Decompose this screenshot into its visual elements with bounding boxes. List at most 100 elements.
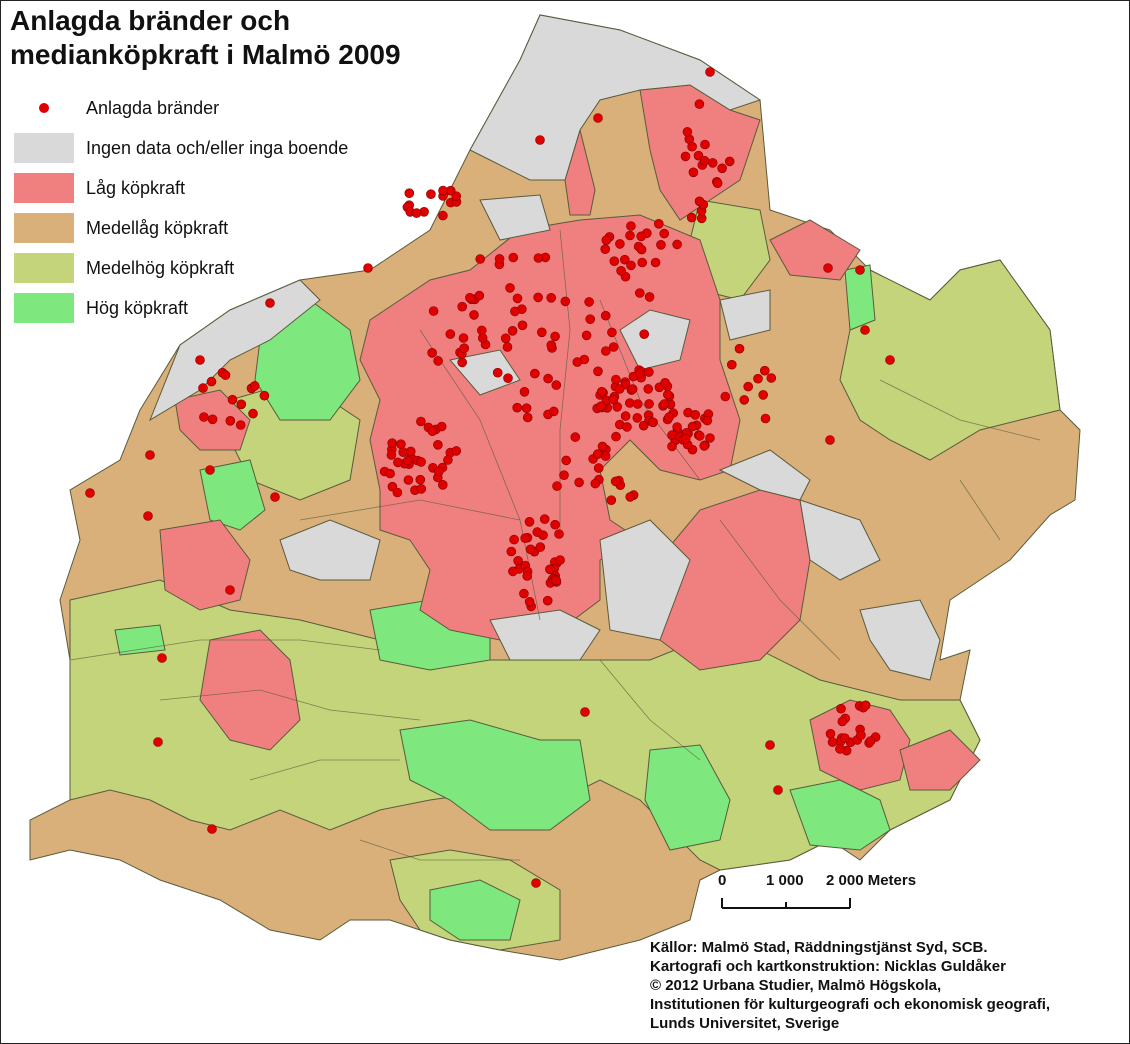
fire-point-308 bbox=[561, 455, 572, 466]
fire-point-9 bbox=[457, 301, 468, 312]
fire-point-322 bbox=[720, 391, 731, 402]
fire-point-134 bbox=[702, 415, 713, 426]
fire-point-51 bbox=[584, 297, 594, 307]
fire-point-288 bbox=[199, 412, 209, 422]
region-high-4 bbox=[644, 744, 731, 851]
fire-point-32 bbox=[433, 356, 443, 366]
fire-point-333 bbox=[860, 325, 870, 335]
fire-point-330 bbox=[765, 740, 775, 750]
fire-point-336 bbox=[593, 113, 603, 123]
fire-point-233 bbox=[699, 156, 710, 166]
fire-point-151 bbox=[415, 474, 426, 485]
fire-point-44 bbox=[522, 412, 533, 423]
region-nodata-s bbox=[489, 609, 601, 661]
fire-point-292 bbox=[259, 390, 270, 401]
credits-line: © 2012 Urbana Studier, Malmö Högskola, bbox=[650, 977, 942, 994]
fire-point-235 bbox=[687, 141, 697, 152]
region-nodata-e bbox=[599, 519, 691, 641]
fire-point-63 bbox=[543, 373, 553, 384]
fire-point-169 bbox=[436, 421, 447, 432]
fire-point-278 bbox=[837, 716, 848, 727]
fire-point-65 bbox=[536, 327, 547, 338]
fire-point-127 bbox=[667, 441, 677, 452]
high-swatch bbox=[14, 293, 74, 323]
fire-point-45 bbox=[607, 327, 617, 338]
fire-point-26 bbox=[572, 357, 583, 367]
fire-point-217 bbox=[404, 188, 415, 198]
fire-point-232 bbox=[686, 212, 697, 223]
medlow-swatch bbox=[14, 213, 74, 243]
fire-point-227 bbox=[700, 139, 710, 150]
fire-point-53 bbox=[508, 252, 519, 263]
fire-point-315 bbox=[739, 395, 750, 405]
map-credits: Källor: Malmö Stad, Räddningstjänst Syd,… bbox=[650, 938, 1050, 1033]
fire-point-182 bbox=[506, 546, 517, 557]
fire-point-344 bbox=[145, 450, 155, 460]
fire-point-237 bbox=[712, 178, 723, 188]
fire-point-144 bbox=[396, 439, 406, 450]
fire-point-59 bbox=[560, 296, 571, 307]
nodata-swatch bbox=[14, 133, 74, 163]
region-nodata-c2 bbox=[719, 289, 771, 341]
fire-point-8 bbox=[512, 293, 523, 304]
fire-point-340 bbox=[195, 355, 205, 365]
map-title: Anlagda bränder och medianköpkraft i Mal… bbox=[10, 5, 401, 70]
fire-point-238 bbox=[717, 163, 727, 174]
fire-point-52 bbox=[581, 330, 592, 341]
fire-point-39 bbox=[533, 253, 544, 263]
fire-point-108 bbox=[643, 384, 654, 394]
region-high-8 bbox=[114, 624, 166, 656]
fire-point-49 bbox=[465, 292, 475, 303]
fire-point-160 bbox=[387, 438, 398, 449]
fire-point-342 bbox=[270, 492, 280, 502]
legend-item-nodata: Ingen data och/eller inga boende bbox=[14, 128, 348, 168]
fire-point-37 bbox=[609, 256, 620, 267]
credits-line: Källor: Malmö Stad, Räddningstjänst Syd,… bbox=[650, 939, 988, 956]
fire-point-220 bbox=[688, 167, 699, 178]
legend-item-medhigh: Medelhög köpkraft bbox=[14, 248, 348, 288]
fire-point-258 bbox=[615, 239, 625, 249]
fire-point-274 bbox=[835, 744, 845, 754]
fire-point-339 bbox=[885, 355, 895, 365]
fire-point-248 bbox=[625, 230, 635, 241]
fire-point-177 bbox=[524, 516, 535, 527]
fire-point-312 bbox=[574, 477, 584, 488]
fire-point-90 bbox=[624, 398, 635, 408]
fire-point-97 bbox=[596, 401, 606, 412]
fire-point-257 bbox=[601, 235, 612, 245]
fire-point-226 bbox=[682, 127, 693, 137]
fire-point-101 bbox=[632, 399, 643, 409]
fire-point-195 bbox=[508, 566, 518, 577]
legend-label-nodata: Ingen data och/eller inga boende bbox=[86, 137, 349, 158]
fire-point-95 bbox=[660, 377, 670, 388]
fire-point-12 bbox=[593, 366, 603, 377]
fire-point-231 bbox=[707, 158, 718, 168]
fire-point-252 bbox=[636, 244, 647, 255]
fire-point-11 bbox=[644, 292, 655, 302]
fire-point-281 bbox=[236, 399, 247, 410]
fire-point-254 bbox=[653, 219, 664, 229]
region-nodata-e3 bbox=[799, 499, 881, 581]
region-low-sw bbox=[199, 629, 301, 751]
fire-point-331 bbox=[773, 785, 783, 795]
fire-point-255 bbox=[636, 231, 647, 242]
fire-point-276 bbox=[860, 700, 871, 711]
fire-point-154 bbox=[427, 426, 438, 437]
fire-point-309 bbox=[597, 441, 608, 452]
fire-point-42 bbox=[551, 380, 562, 390]
fire-point-162 bbox=[443, 455, 453, 465]
fire-point-56 bbox=[546, 340, 557, 351]
fire-point-62 bbox=[600, 346, 611, 356]
fire-point-184 bbox=[545, 564, 555, 575]
fire-point-131 bbox=[664, 412, 674, 422]
scale-bar-line bbox=[721, 898, 851, 909]
fire-point-143 bbox=[386, 450, 397, 460]
fire-point-67 bbox=[502, 342, 513, 352]
fire-point-40 bbox=[517, 320, 528, 331]
legend-label-high: Hög köpkraft bbox=[86, 297, 189, 318]
fire-point-289 bbox=[220, 370, 231, 380]
legend-item-high: Hög köpkraft bbox=[14, 288, 348, 328]
legend-label-low: Låg köpkraft bbox=[86, 177, 186, 198]
fire-point-158 bbox=[416, 484, 427, 494]
fire-point-147 bbox=[416, 416, 426, 427]
